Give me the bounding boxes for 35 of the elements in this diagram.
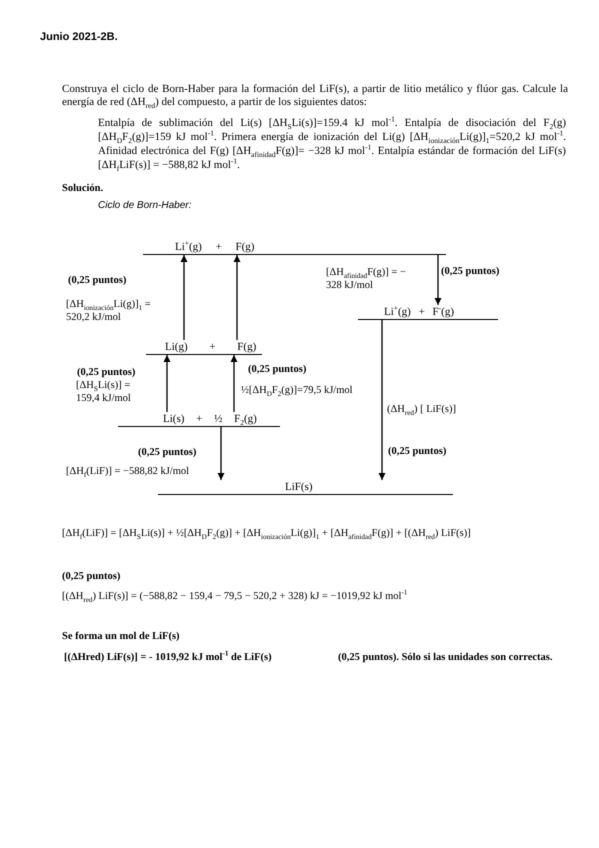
points-note: (0,25 puntos) xyxy=(138,446,196,459)
edge-label: ½[ΔH$_{D}$F$_{2}$(g)]=79,5 kJ/mol xyxy=(241,384,353,397)
points-note: (0,25 puntos) xyxy=(388,445,446,458)
edge-label: [ΔH$_{afinidad}$F(g)] = − 328 kJ/mol xyxy=(326,266,407,292)
points-note: (0,25 puntos) xyxy=(62,570,120,583)
grading-note: (0,25 puntos). Sólo si las unidades son correctas. xyxy=(338,651,553,664)
arrow xyxy=(434,255,442,305)
result: [(ΔHred) LiF(s)] = - 1019,92 kJ mol$^{-1}$ de LiF(s) xyxy=(64,651,272,664)
calculation: [(ΔH$_{red}$) LiF(s)] = (−588,82 − 159,4 − 79,5 − 520,2 + 328) kJ = −1019,92 kJ mol$^{-1}$ xyxy=(62,590,408,603)
energy-level: Li(g) + F(g) xyxy=(146,340,262,355)
arrow xyxy=(164,355,170,412)
edge-label: [ΔH$_{ionización}$Li(g)]$_{1}$ = 520,2 kJ/mol xyxy=(66,298,152,324)
energy-level: Li$^{+}$(g) + F(g) xyxy=(143,240,446,255)
edge-label: [ΔH$_{S}$Li(s)] = 159,4 kJ/mol xyxy=(76,379,132,405)
edge-label: (ΔH$_{red}$) [ LiF(s)] xyxy=(387,403,456,416)
conclusion: Se forma un mol de LiF(s) xyxy=(62,630,180,643)
arrow xyxy=(234,255,240,340)
section-heading: Solución. xyxy=(62,182,104,195)
points-note: (0,25 puntos) xyxy=(77,366,136,379)
equation: [ΔH$_{f}$(LiF)] = [ΔH$_{S}$Li(s)] + ½[ΔH$_{D}$F$_{2}$(g)] + [ΔH$_{ionización}$Li(g)]$_{1}$ + [ΔH$_{afinidad}$F(g)] + [(ΔH$_{red}$) LiF(s)] xyxy=(62,527,471,540)
points-note: (0,25 puntos) xyxy=(248,363,306,376)
arrow xyxy=(218,427,224,480)
data-paragraph: Entalpía de sublimación del Li(s) [ΔH$_{S}$Li(s)]=159.4 kJ mol$^{-1}$. Entalpía de disociación del F$_{2}$(g) [ΔH$_{D}$F$_{2}$(g)]=159 kJ mol$^{-1}$. Primera energía de ionización del Li(g) [ΔH$_{ionización}$Li(g)]$_{1}$=520,2 kJ mol$^{-1}$. Afinidad electrónica del F(g) [ΔH$_{afinidad}$F(g)]= −328 kJ mol$^{-1}$. Entalpía estándar de formación del LiF(s) [ΔH$_{f}$LiF(s)] = −588,82 kJ mol$^{-1}$. xyxy=(98,116,566,172)
arrow xyxy=(180,255,188,340)
problem-statement: Construya el ciclo de Born-Haber para la formación del LiF(s), a partir de litio metálico y flúor gas. Calcule la energía de red (ΔH$_{red}$) del compuesto, a partir de los siguientes datos: xyxy=(62,83,568,109)
page-title: Junio 2021-2B. xyxy=(40,31,118,44)
energy-level: Li$^{+}$(g) + F$^{-}$(g) xyxy=(358,305,498,320)
points-note: (0,25 puntos) xyxy=(68,274,126,287)
energy-level: Li(s) + ½ F$_{2}$(g) xyxy=(118,412,280,427)
subheading: Ciclo de Born-Haber: xyxy=(98,199,192,212)
energy-level: LiF(s) xyxy=(158,480,453,495)
arrow xyxy=(378,320,386,480)
points-note: (0,25 puntos) xyxy=(441,265,500,278)
edge-label: [ΔH$_{f}$(LiF)] = −588,82 kJ/mol xyxy=(66,465,190,478)
arrow xyxy=(230,355,238,412)
